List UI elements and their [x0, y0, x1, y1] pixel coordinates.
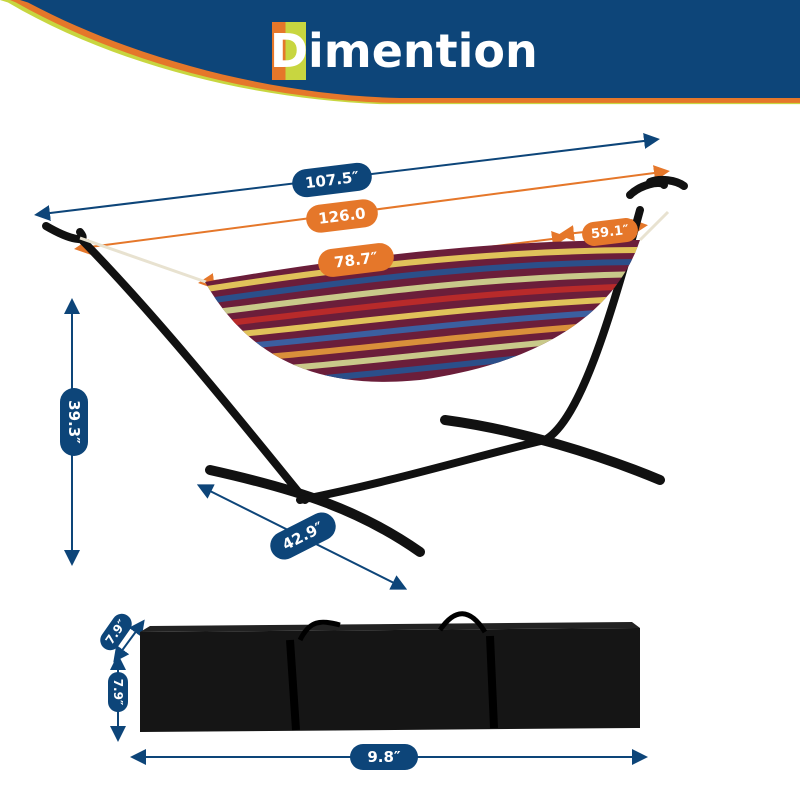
- hammock-stand: [42, 175, 688, 557]
- title-initial: D: [269, 22, 309, 80]
- height-label: 39.3″: [60, 388, 88, 456]
- hammock-bed: [205, 240, 640, 382]
- header-banner: [0, 0, 800, 105]
- bag-depth-line: [113, 619, 145, 663]
- carry-bag: [140, 611, 640, 732]
- page-title: D imention: [269, 22, 538, 80]
- bag-height-label: 7.9″: [108, 672, 128, 712]
- rope-right: [638, 210, 670, 242]
- rope-left: [79, 236, 207, 284]
- bag-length-label: 9.8″: [350, 744, 418, 770]
- title-text: imention: [308, 24, 538, 78]
